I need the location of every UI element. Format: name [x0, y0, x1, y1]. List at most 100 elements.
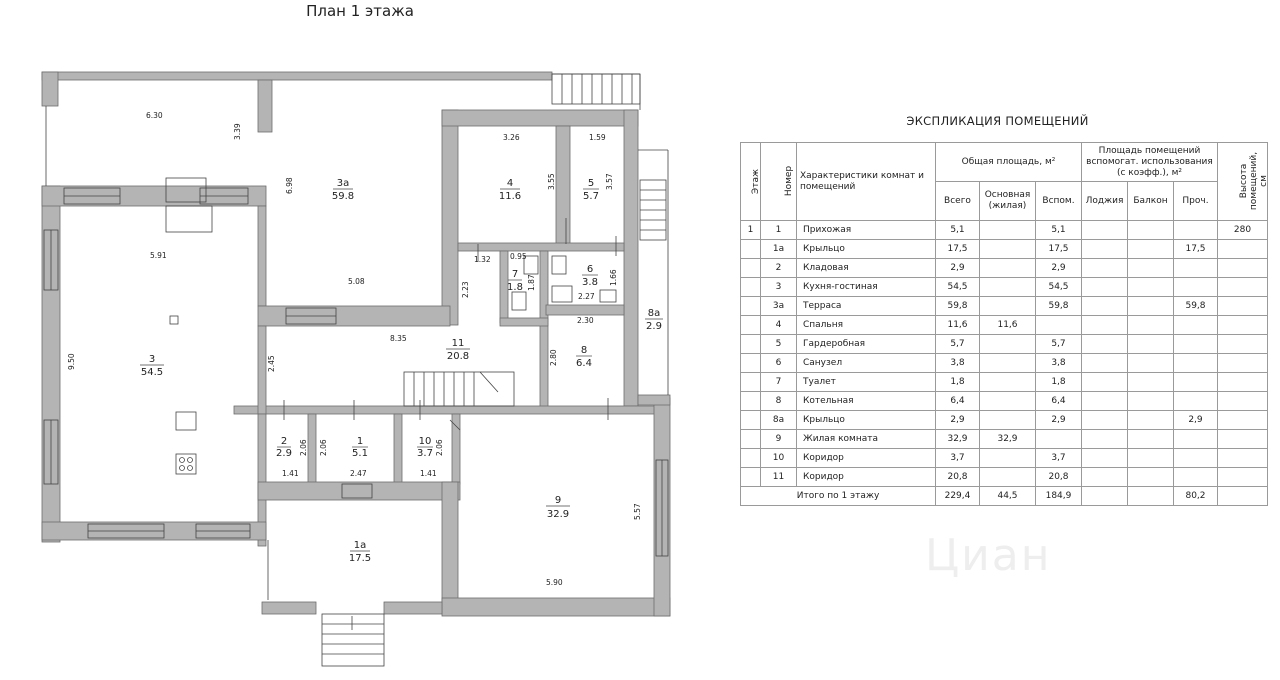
table-cell: 2,9 — [1173, 410, 1218, 430]
dimension-label: 0.95 — [510, 252, 527, 261]
table-cell: 59,8 — [1173, 296, 1218, 316]
table-cell — [1217, 334, 1268, 354]
wall — [261, 601, 317, 615]
table-title: ЭКСПЛИКАЦИЯ ПОМЕЩЕНИЙ — [906, 114, 1089, 128]
table-cell — [1081, 220, 1128, 240]
totals-main: 44,5 — [979, 486, 1036, 506]
table-cell — [1127, 410, 1174, 430]
table-cell: Кладовая — [796, 258, 936, 278]
room-8: 8 6.4 — [576, 345, 592, 369]
table-cell: Крыльцо — [796, 239, 936, 259]
table-cell: 11,6 — [979, 315, 1036, 335]
header-floor: Этаж — [740, 142, 761, 221]
dimension-labels: 6.30 3.39 3.26 1.59 6.98 3.55 3.57 5.91 … — [67, 111, 642, 587]
table-cell — [740, 258, 761, 278]
table-cell — [1217, 277, 1268, 297]
walls — [41, 71, 671, 617]
table-cell — [979, 410, 1036, 430]
table-cell — [1081, 448, 1128, 468]
wall — [539, 250, 549, 412]
table-cell: 3,8 — [1035, 353, 1082, 373]
wall — [257, 325, 267, 415]
table-cell — [979, 239, 1036, 259]
table-cell — [1173, 391, 1218, 411]
table-cell — [740, 277, 761, 297]
table-cell: Котельная — [796, 391, 936, 411]
totals-height — [1217, 486, 1268, 506]
table-cell — [1081, 296, 1128, 316]
wall — [257, 305, 451, 327]
table-cell: 2,9 — [935, 258, 980, 278]
table-cell — [1127, 239, 1174, 259]
header-number: Номер помещения — [760, 142, 797, 221]
dimension-label: 1.66 — [609, 269, 618, 286]
table-cell: 5,7 — [935, 334, 980, 354]
dimension-label: 2.27 — [578, 292, 595, 301]
table-cell — [1217, 296, 1268, 316]
room-area: 5.7 — [583, 191, 599, 202]
table-cell — [979, 391, 1036, 411]
watermark-logo: Циан — [925, 530, 1052, 581]
table-cell: 3а — [760, 296, 797, 316]
table-cell — [1035, 315, 1082, 335]
header-main: Основная (жилая) — [979, 181, 1036, 221]
room-area: 1.8 — [507, 282, 523, 293]
table-cell — [740, 467, 761, 487]
plan-lines — [43, 73, 669, 667]
table-cell — [1081, 315, 1128, 335]
wall — [257, 481, 461, 501]
table-cell — [1081, 239, 1128, 259]
wall — [441, 109, 639, 127]
dimension-label: 2.45 — [267, 355, 276, 372]
table-cell: Гардеробная — [796, 334, 936, 354]
room-area: 32.9 — [547, 509, 569, 520]
table-cell — [1081, 334, 1128, 354]
dimension-label: 6.98 — [285, 177, 294, 194]
wall — [257, 205, 267, 307]
table-cell — [979, 334, 1036, 354]
room-1: 1 5.1 — [352, 436, 368, 459]
table-cell: 20,8 — [1035, 467, 1082, 487]
header-total-area: Общая площадь, м² — [935, 142, 1082, 182]
table-cell — [1081, 391, 1128, 411]
table-cell — [740, 391, 761, 411]
room-5: 5 5.7 — [583, 178, 599, 202]
room-area: 54.5 — [141, 367, 163, 378]
table-cell: 8а — [760, 410, 797, 430]
table-cell: Коридор — [796, 448, 936, 468]
table-cell — [979, 467, 1036, 487]
totals-all: 229,4 — [935, 486, 980, 506]
room-number: 1 — [357, 436, 363, 447]
wall — [545, 304, 625, 316]
table-cell — [1173, 353, 1218, 373]
table-cell — [1081, 429, 1128, 449]
table-cell — [1173, 277, 1218, 297]
table-cell: Жилая комната — [796, 429, 936, 449]
table-cell: Санузел — [796, 353, 936, 373]
dimension-label: 3.55 — [547, 173, 556, 190]
totals-label: Итого по 1 этажу — [740, 486, 936, 506]
table-cell: 3,7 — [1035, 448, 1082, 468]
table-cell — [1217, 448, 1268, 468]
dimension-label: 5.91 — [150, 251, 167, 260]
table-cell: 5 — [760, 334, 797, 354]
header-description: Характеристики комнат и помещений — [796, 142, 936, 221]
table-cell: 1,8 — [935, 372, 980, 392]
table-cell: 5,1 — [935, 220, 980, 240]
dimension-label: 6.30 — [146, 111, 163, 120]
room-number: 2 — [281, 436, 287, 447]
wall — [307, 413, 317, 485]
header-balcony: Балкон — [1127, 181, 1174, 221]
header-all: Всего — [935, 181, 980, 221]
room-explication-table: Этаж Номер помещения Характеристики комн… — [740, 142, 1268, 506]
table-cell — [740, 448, 761, 468]
table-cell: 59,8 — [935, 296, 980, 316]
dimension-label: 3.26 — [503, 133, 520, 142]
